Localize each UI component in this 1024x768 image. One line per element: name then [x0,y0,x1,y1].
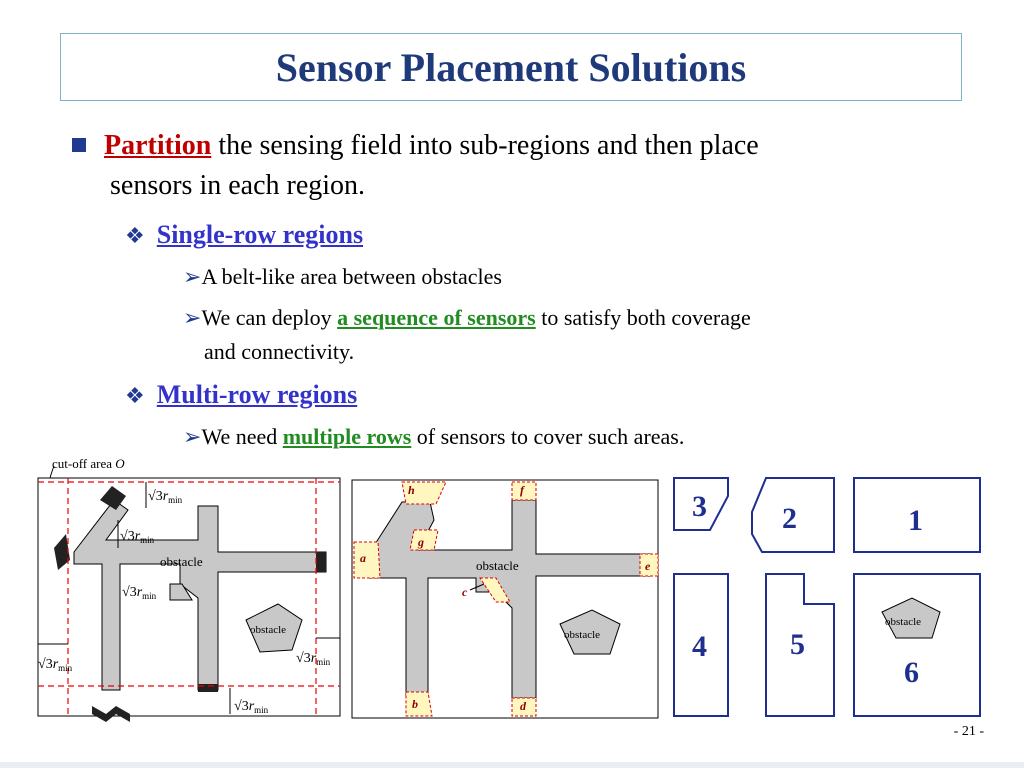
page-number: - 21 - [953,724,984,739]
footer-bar [0,762,1024,768]
deploy-post: to satisfy both coverage [535,305,751,330]
svg-text:h: h [408,483,415,497]
svg-text:f: f [520,483,525,497]
bullet1-line1: the sensing field into sub-regions and t… [211,130,759,161]
square-bullet-icon [72,137,86,152]
sub-single-row: ❖ Single-row regions [125,220,363,250]
multi-row-label: Multi-row regions [156,380,358,409]
arrow-bullet-icon: ➢ [183,264,202,289]
region-4: 4 [673,573,729,717]
svg-text:c: c [462,585,468,599]
svg-text:4: 4 [692,630,707,663]
sub-multi-row: ❖ Multi-row regions [125,380,357,410]
region-6: obstacle 6 [853,573,981,717]
diamond-bullet-icon: ❖ [125,223,145,248]
cutoff-notch [169,583,193,601]
sub-region-a: a [353,541,381,579]
diamond-bullet-icon: ❖ [125,383,145,408]
region-3: 3 [673,477,729,531]
svg-text:6: 6 [904,656,919,689]
sub-region-f: f [511,481,537,501]
sub-region-d: d [511,697,537,717]
cutoff-block [100,486,126,510]
sub-region-b: b [405,691,433,717]
cutoff-block [92,706,130,722]
cutoff-label: cut-off area O [52,456,125,471]
region-5: 5 [765,573,835,717]
figure-right: 3 2 1 4 5 obstacle 6 [673,477,981,717]
item-belt: ➢A belt-like area between obstacles [183,264,502,290]
arrow-bullet-icon: ➢ [183,305,202,330]
svg-text:e: e [645,559,651,573]
obstacle-pentagon [559,609,621,655]
partition-highlight: Partition [104,130,212,161]
arrow-bullet-icon: ➢ [183,424,202,449]
svg-text:g: g [417,535,424,549]
sub-region-c: c [462,577,511,603]
svg-text:d: d [520,699,527,713]
single-row-label: Single-row regions [156,220,364,249]
cutoff-block [198,684,218,692]
need-post: of sensors to cover such areas. [411,424,685,449]
belt-text: A belt-like area between obstacles [201,264,502,289]
cutoff-block [54,534,70,570]
obstacle-pentagon-label: obstacle [564,629,600,641]
item-multiple: ➢We need multiple rows of sensors to cov… [183,424,684,450]
obstacle-pentagon [245,603,303,653]
sequence-highlight: a sequence of sensors [337,305,536,330]
deploy-cont: and connectivity. [204,339,355,364]
svg-text:1: 1 [908,504,923,537]
svg-text:5: 5 [790,628,805,661]
cutoff-block [316,552,326,572]
region-1: 1 [853,477,981,553]
sub-region-g: g [409,529,439,551]
svg-text:2: 2 [782,502,797,535]
svg-text:obstacle: obstacle [885,616,921,628]
bullet-partition: Partition the sensing field into sub-reg… [72,130,759,162]
sub-region-e: e [639,553,659,577]
obstacle-pentagon-label: obstacle [250,624,286,636]
bullet1-line2: sensors in each region. [110,170,366,201]
belt-region-shape [73,499,327,691]
obstacle-label: obstacle [476,558,519,573]
svg-text:b: b [412,697,418,711]
svg-text:a: a [360,551,366,565]
page-title: Sensor Placement Solutions [275,44,747,90]
figure-left: cut-off area O obstacle obstacle √3rmin … [37,456,341,722]
deploy-pre: We can deploy [201,305,338,330]
obstacle-label: obstacle [160,554,203,569]
need-pre: We need [201,424,283,449]
figure-middle: h f a g e c b d obstacle obstacle [351,479,659,719]
item-deploy: ➢We can deploy a sequence of sensors to … [183,305,751,331]
sub-region-h: h [401,481,447,505]
region-2: 2 [751,477,835,553]
multiple-rows-highlight: multiple rows [282,424,412,449]
svg-text:3: 3 [692,490,707,523]
title-box: Sensor Placement Solutions [60,33,962,101]
